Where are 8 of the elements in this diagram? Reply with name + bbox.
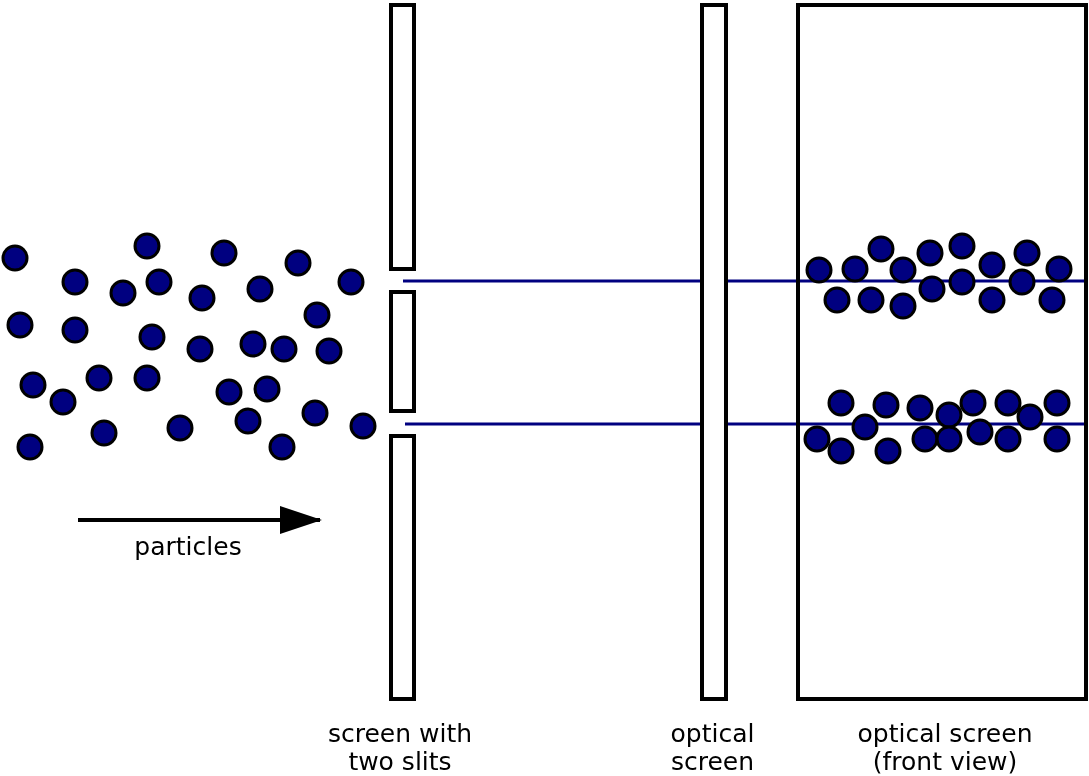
screen-caption: optical screen [669, 720, 756, 776]
particle-path-line [728, 279, 1085, 283]
particles-label: particles [133, 533, 243, 561]
screen-caption: screen with two slits [326, 720, 474, 776]
particle-path-line [728, 422, 1085, 426]
particle-path-line [403, 279, 700, 283]
particle-path-line [405, 422, 700, 426]
screen-caption: optical screen (front view) [856, 720, 1034, 776]
